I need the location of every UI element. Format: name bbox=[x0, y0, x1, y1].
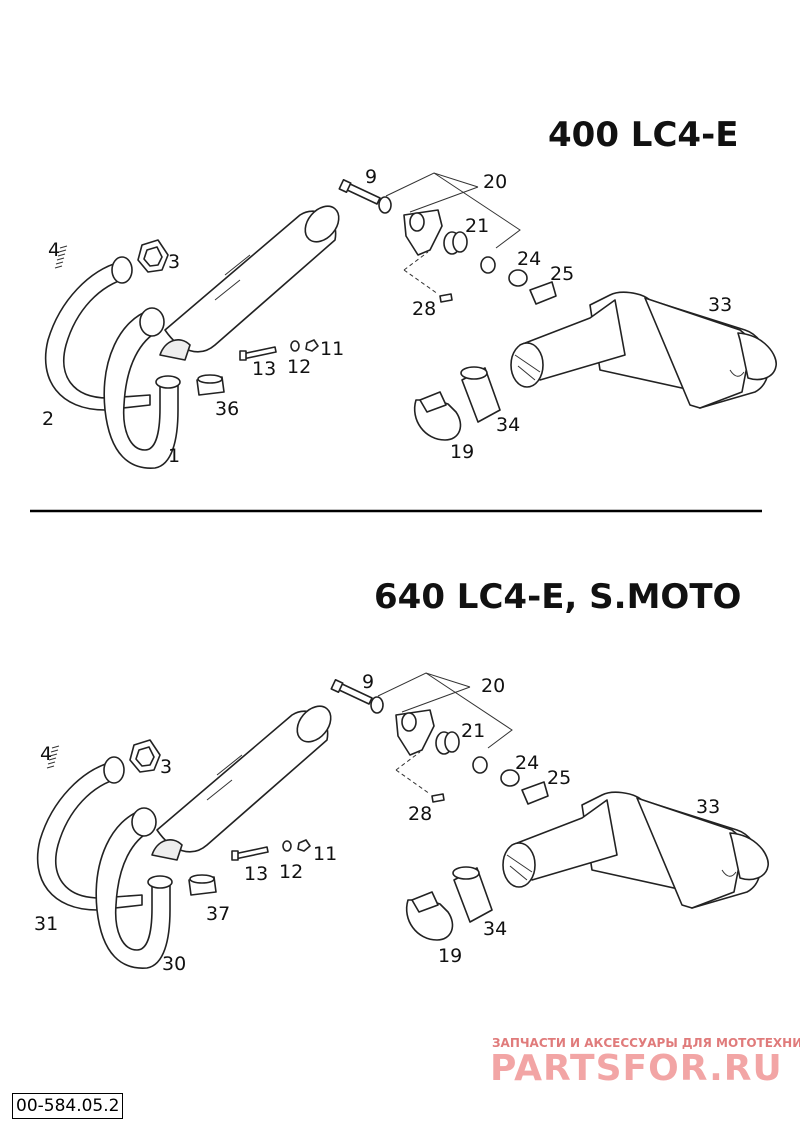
exhaust-assembly-drawing bbox=[44, 172, 778, 469]
watermark: ЗАПЧАСТИ И АКСЕССУАРЫ ДЛЯ МОТОТЕХНИКИ PA… bbox=[490, 1036, 800, 1089]
section-heading: 400 LC4-E bbox=[548, 115, 738, 155]
callout-label: 24 bbox=[517, 248, 541, 270]
callout-label: 20 bbox=[483, 171, 507, 193]
callout-label: 34 bbox=[483, 918, 507, 940]
callout-label: 19 bbox=[450, 441, 474, 463]
callout-label: 9 bbox=[365, 166, 377, 188]
callout-label: 19 bbox=[438, 945, 462, 967]
callout-label: 21 bbox=[461, 720, 485, 742]
callout-label: 3 bbox=[168, 251, 180, 273]
callout-label: 11 bbox=[313, 843, 337, 865]
callout-label: 12 bbox=[279, 861, 303, 883]
callout-label: 13 bbox=[252, 358, 276, 380]
callout-labels: 30 31 3 4 9 20 21 24 25 28 13 12 11 37 3… bbox=[34, 671, 720, 975]
callout-label: 25 bbox=[550, 263, 574, 285]
callout-label: 36 bbox=[215, 398, 239, 420]
callout-label: 4 bbox=[48, 239, 60, 261]
callout-label: 31 bbox=[34, 913, 58, 935]
callout-label: 25 bbox=[547, 767, 571, 789]
callout-label: 11 bbox=[320, 338, 344, 360]
callout-label: 4 bbox=[40, 743, 52, 765]
callout-label: 13 bbox=[244, 863, 268, 885]
callout-labels: 1 2 3 4 9 20 21 24 25 28 13 12 11 36 33 … bbox=[42, 166, 732, 467]
section-400-lc4-e: 400 LC4-E 1 2 3 4 9 20 21 24 25 28 13 12… bbox=[42, 115, 778, 469]
callout-label: 34 bbox=[496, 414, 520, 436]
callout-label: 12 bbox=[287, 356, 311, 378]
callout-label: 2 bbox=[42, 408, 54, 430]
watermark-caption: ЗАПЧАСТИ И АКСЕССУАРЫ ДЛЯ МОТОТЕХНИКИ bbox=[492, 1036, 800, 1050]
section-heading: 640 LC4-E, S.MOTO bbox=[374, 577, 741, 617]
callout-label: 37 bbox=[206, 903, 230, 925]
callout-label: 21 bbox=[465, 215, 489, 237]
callout-label: 9 bbox=[362, 671, 374, 693]
callout-label: 33 bbox=[696, 796, 720, 818]
callout-label: 28 bbox=[408, 803, 432, 825]
callout-label: 30 bbox=[162, 953, 186, 975]
callout-label: 24 bbox=[515, 752, 539, 774]
watermark-logo: PARTSFOR.RU bbox=[490, 1048, 783, 1089]
callout-label: 28 bbox=[412, 298, 436, 320]
callout-label: 20 bbox=[481, 675, 505, 697]
exhaust-assembly-drawing bbox=[36, 672, 770, 969]
drawing-reference-code: 00-584.05.2 bbox=[12, 1093, 124, 1119]
section-640-lc4-e-s-moto: 640 LC4-E, S.MOTO 30 31 3 4 9 20 21 24 2… bbox=[34, 577, 770, 975]
callout-label: 1 bbox=[168, 445, 180, 467]
callout-label: 3 bbox=[160, 756, 172, 778]
callout-label: 33 bbox=[708, 294, 732, 316]
